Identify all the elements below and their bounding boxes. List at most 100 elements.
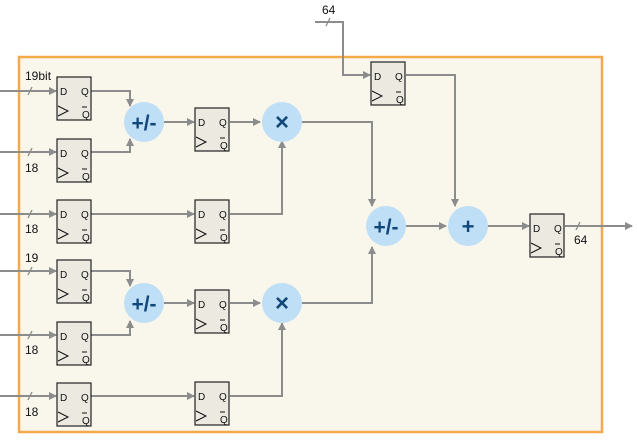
pin-q-label: Q <box>81 149 89 160</box>
register-flip-flop: D Q Q <box>56 76 92 121</box>
svg-text:+/-: +/- <box>131 112 156 135</box>
pin-qbar-label: Q <box>82 416 90 427</box>
wire-mul2-addsub3 <box>302 246 376 304</box>
wire-r2-addsub1 <box>91 138 134 153</box>
pin-d-label: D <box>198 118 205 129</box>
input-width-label: 18 <box>25 222 39 236</box>
pin-q-label: Q <box>81 210 89 221</box>
input-width-label: 19bit <box>25 69 52 83</box>
wire-r-mul2-b <box>230 322 286 397</box>
clock-triangle-icon <box>57 350 70 362</box>
pin-d-label: D <box>60 87 67 98</box>
addsub-icon <box>124 283 164 323</box>
operator-mul1: × <box>262 102 302 142</box>
input-width-label: 19 <box>25 251 39 265</box>
svg-text:+/-: +/- <box>131 293 156 316</box>
multiply-icon <box>262 283 302 323</box>
register-body <box>56 259 92 304</box>
pin-d-label: D <box>60 270 67 281</box>
pin-q-label: Q <box>81 393 89 404</box>
pin-qbar-label: Q <box>82 293 90 304</box>
input-width-label: 64 <box>322 3 336 17</box>
clock-triangle-icon <box>57 411 70 423</box>
register-body <box>56 138 92 183</box>
register-body <box>56 382 92 427</box>
register-body <box>370 61 406 106</box>
register-body <box>56 76 92 121</box>
output-width-label: 64 <box>574 233 588 247</box>
pin-qbar-label: Q <box>555 247 563 258</box>
svg-text:+/-: +/- <box>373 216 398 239</box>
wire-r-mul1-b <box>230 140 286 215</box>
pin-d-label: D <box>60 393 67 404</box>
pin-qbar-label: Q <box>220 415 228 426</box>
register-flip-flop: D Q Q <box>56 382 92 427</box>
input-width-label: 18 <box>25 161 39 175</box>
register-flip-flop: D Q Q <box>56 321 92 366</box>
svg-text:×: × <box>275 290 289 317</box>
register-flip-flop: D Q Q <box>529 213 565 258</box>
register-flip-flop: D Q Q <box>194 381 230 426</box>
pin-d-label: D <box>198 210 205 221</box>
clock-triangle-icon <box>57 228 70 240</box>
pin-qbar-label: Q <box>220 233 228 244</box>
pin-d-label: D <box>198 392 205 403</box>
pin-qbar-label: Q <box>82 355 90 366</box>
register-body <box>194 289 230 334</box>
clock-triangle-icon <box>195 410 208 422</box>
clock-triangle-icon <box>195 318 208 330</box>
pin-qbar-label: Q <box>396 95 404 106</box>
addsub-icon <box>366 206 406 246</box>
pin-q-label: Q <box>395 72 403 83</box>
pin-qbar-label: Q <box>220 141 228 152</box>
pin-q-label: Q <box>219 300 227 311</box>
register-body <box>56 199 92 244</box>
clock-triangle-icon <box>57 167 70 179</box>
pin-qbar-label: Q <box>82 172 90 183</box>
register-body <box>194 381 230 426</box>
wire-r5-addsub2 <box>91 320 134 336</box>
pin-q-label: Q <box>554 224 562 235</box>
pin-qbar-label: Q <box>220 323 228 334</box>
dsp-slice-boundary <box>17 55 604 434</box>
register-flip-flop: D Q Q <box>56 259 92 304</box>
input-width-label: 18 <box>25 405 39 419</box>
clock-triangle-icon <box>530 242 543 254</box>
input-width-label: 18 <box>25 343 39 357</box>
pin-d-label: D <box>198 300 205 311</box>
register-body <box>56 321 92 366</box>
pin-q-label: Q <box>219 210 227 221</box>
operator-mul2: × <box>262 283 302 323</box>
add-icon <box>448 206 488 246</box>
pin-d-label: D <box>533 224 540 235</box>
pin-q-label: Q <box>81 87 89 98</box>
operator-addsub2: +/- <box>124 283 164 323</box>
register-body <box>529 213 565 258</box>
wire-mul1-addsub3 <box>302 121 376 207</box>
pin-qbar-label: Q <box>82 233 90 244</box>
pin-d-label: D <box>60 332 67 343</box>
pin-qbar-label: Q <box>82 110 90 121</box>
clock-triangle-icon <box>195 136 208 148</box>
bus-ticks <box>27 17 581 401</box>
svg-text:×: × <box>275 109 289 136</box>
operator-addsub1: +/- <box>124 102 164 142</box>
wire-in-top <box>315 21 371 79</box>
clock-triangle-icon <box>195 228 208 240</box>
wire-r1-addsub1 <box>91 90 134 107</box>
wires <box>0 21 633 400</box>
pin-q-label: Q <box>81 270 89 281</box>
clock-triangle-icon <box>57 288 70 300</box>
register-body <box>194 107 230 152</box>
wire-rtop-add <box>406 74 459 207</box>
clock-triangle-icon <box>57 105 70 117</box>
operator-addsub3: +/- <box>366 206 406 246</box>
pin-q-label: Q <box>81 332 89 343</box>
addsub-icon <box>124 102 164 142</box>
pin-q-label: Q <box>219 392 227 403</box>
